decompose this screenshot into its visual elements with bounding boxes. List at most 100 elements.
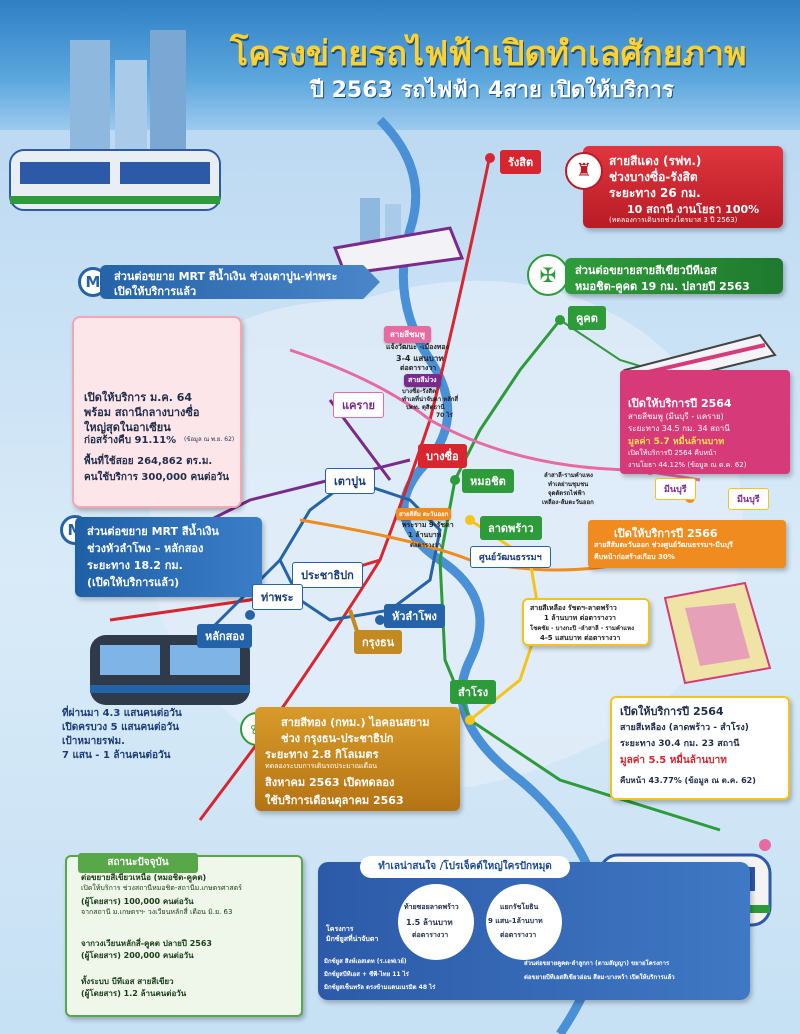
building-train-illustration <box>9 30 221 211</box>
station-dot-thapra <box>245 610 255 620</box>
gold-line-l2: ช่วง กรุงธน-ประชาธิปก <box>281 732 394 745</box>
red-line-note: (ทดลองการเดินรถช่วงไตรมาส 3 ปี 2563) <box>609 216 738 224</box>
mrt-blue-south-l2: ช่วงหัวลำโพง – หลักสอง <box>87 542 204 555</box>
station-label-taopoon: เตาปูน <box>325 468 375 494</box>
yellow-line-l3: มูลค่า 5.5 หมื่นล้านบาท <box>620 755 727 766</box>
bang-sue-with: พร้อม สถานีกลางบางซื่อ <box>84 406 200 419</box>
ridership-l2: เปิดครบวง 5 แสนคนต่อวัน <box>62 722 179 733</box>
gold-line-l3: ระยะทาง 2.8 กิโลเมตร <box>265 748 379 761</box>
mrt-blue-north-callout: ส่วนต่อขยาย MRT สีน้ำเงิน ช่วงเตาปูน-ท่า… <box>100 265 380 299</box>
yellow-note-l2: 1 ล้านบาท ต่อตารางวา <box>544 614 616 622</box>
promo-c1b: 1.5 ล้านบาท <box>406 918 453 927</box>
location-circle-1: ท้ายซอยลาดพร้าว 1.5 ล้านบาท ต่อตารางวา <box>398 884 474 960</box>
station-label-krungthon: กรุงธน <box>354 630 403 654</box>
bang-sue-open: เปิดให้บริการ ม.ค. 64 <box>84 391 193 404</box>
promo-p3: มิกซ์ยูสเซ็นทรัล ตรงข้ามแดนเนรมิต 48 ไร่ <box>324 984 436 991</box>
station-label-bangsue: บางซื่อ <box>418 444 467 468</box>
orange-line-l1: สายสีส้มตะวันออก ช่วงศูนย์วัฒนธรรมฯ-มีนบ… <box>594 541 733 549</box>
east-note-l3: จุดตัดรถไฟฟ้า <box>548 490 585 497</box>
hot-locations-heading: ทำเลน่าสนใจ /โปรเจ็คต์ใหญ่ใครปักหมุด <box>360 856 570 878</box>
orange-line-callout: เปิดให้บริการปี 2566 สายสีส้มตะวันออก ช่… <box>588 520 786 568</box>
status-s1a: ต่อขยายสีเขียวเหนือ (หมอชิต-คูคต) <box>81 873 207 882</box>
promo-proj-label2: มิกซ์ยูสที่น่าจับตา <box>326 935 379 943</box>
red-line-segment: ช่วงบางซื่อ-รังสิต <box>609 170 698 184</box>
promo-c1a: ท้ายซอยลาดพร้าว <box>404 903 459 911</box>
yellow-line-callout: เปิดให้บริการปี 2564 สายสีเหลือง (ลาดพร้… <box>610 696 790 800</box>
gold-line-l6: ใช้บริการเดือนตุลาคม 2563 <box>265 794 404 807</box>
mrt-blue-south-callout: ส่วนต่อขยาย MRT สีน้ำเงิน ช่วงหัวลำโพง –… <box>75 517 262 597</box>
pink-line-l2: ระยะทาง 34.5 กม. 34 สถานี <box>628 424 730 433</box>
page-title: โครงข่ายรถไฟฟ้าเปิดทำเลศักยภาพ <box>230 34 747 74</box>
red-line-path <box>198 154 492 821</box>
station-label-mochit: หมอชิต <box>462 469 514 493</box>
gold-line-callout: สายสีทอง (กทม.) ไอคอนสยาม ช่วง กรุงธน-ปร… <box>255 707 460 811</box>
promo-c2a: แยกรัชโยธิน <box>500 903 539 911</box>
station-label-prachathipok: ประชาธิปก <box>292 562 363 588</box>
promo-proj-label1: โครงการ <box>326 925 354 933</box>
ridership-l1: ที่ผ่านมา 4.3 แสนคนต่อวัน <box>62 708 182 719</box>
red-line-callout: ♜ สายสีแดง (รฟท.) ช่วงบางซื่อ-รังสิต ระย… <box>565 146 783 228</box>
yellow-line-l1: สายสีเหลือง (ลาดพร้าว - สำโรง) <box>620 723 749 733</box>
station-label-hualamphong: หัวลำโพง <box>384 604 445 628</box>
yellow-price-note: สายสีเหลือง รัชดฯ-ลาดพร้าว 1 ล้านบาท ต่อ… <box>522 598 650 646</box>
ridership-l3: เป้าหมายรฟม. <box>62 736 125 747</box>
pink-note-l3: ต่อตารางวา <box>400 364 437 372</box>
east-note-l1: ลำสาลี-รามคำแหง <box>544 472 593 479</box>
pink-line-price-note: สายสีชมพู แจ้งวัฒนะ -เมืองทอง 3-4 แสนบาท… <box>382 326 474 382</box>
purple-note-l2: ทำเลที่น่าจับตา หลักสี่ <box>402 396 459 403</box>
train-window-2 <box>120 162 210 184</box>
east-note-l2: ทำเลย่านชุมชน <box>548 481 589 488</box>
station-label-thapra: ท่าพระ <box>252 584 303 610</box>
station-dot-samrong <box>465 715 475 725</box>
gold-line-l1: สายสีทอง (กทม.) ไอคอนสยาม <box>281 716 430 729</box>
station-label-khukhot: คูคต <box>568 306 606 330</box>
pink-line-l5: งานโยธา 44.12% (ข้อมูล ณ ต.ค. 62) <box>628 461 747 469</box>
purple-note-l4: 70 ไร่ <box>436 412 453 419</box>
red-line-progress: 10 สถานี งานโยธา 100% <box>627 203 760 216</box>
gold-line-l4: ทดลองระบบการเดินรถประมาณเดือน <box>265 762 378 770</box>
pink-line-l4: เปิดให้บริการปี 2564 คืบหน้า <box>628 449 717 457</box>
ridership-l4: 7 แสน - 1 ล้านคนต่อวัน <box>62 750 171 761</box>
bang-sue-capacity: คนใช้บริการ 300,000 คนต่อวัน <box>84 472 229 483</box>
pink-line-l3: มูลค่า 5.7 หมื่นล้านบาท <box>628 437 725 447</box>
promo-r2: ต่อขยายบีทีเอสสีเขียวอ่อน สีลม-บางหว้า เ… <box>524 974 675 981</box>
bang-sue-progress-note: (ข้อมูล ณ พ.ย. 62) <box>184 436 235 443</box>
yellow-line-l2: ระยะทาง 30.4 กม. 23 สถานี <box>620 739 740 749</box>
mrt-blue-north-status: เปิดให้บริการแล้ว <box>114 285 197 298</box>
station-label-rangsit: รังสิต <box>500 150 542 174</box>
orange-line-l2: คืบหน้าก่อสร้างเกือบ 30% <box>594 553 675 561</box>
green-line-path <box>438 319 721 832</box>
srt-logo-icon: ♜ <box>565 152 603 190</box>
yellow-note-l1: สายสีเหลือง รัชดฯ-ลาดพร้าว <box>530 604 617 612</box>
status-s2a: จากวงเวียนหลักสี่-คูคต ปลายปี 2563 <box>81 939 212 948</box>
bang-sue-largest: ใหญ่สุดในอาเซียน <box>84 421 171 434</box>
orange-line-head: เปิดให้บริการปี 2566 <box>614 527 718 540</box>
station-label-lakson: หลักสอง <box>197 624 253 648</box>
bts-logo-icon: ✠ <box>527 254 569 296</box>
city-area <box>150 280 743 790</box>
station-dot-hualamphong <box>375 615 385 625</box>
mrt-blue-south-l3: ระยะทาง 18.2 กม. <box>87 559 183 572</box>
building-3 <box>150 30 186 170</box>
station-label-khlai: แคราย <box>333 392 384 418</box>
pink-line-callout: เปิดให้บริการปี 2564 สายสีชมพู (มีนบุรี … <box>620 370 790 474</box>
purple-note-title: สายสีม่วง <box>404 374 441 387</box>
east-junction-note: ลำสาลี-รามคำแหง ทำเลย่านชุมชน จุดตัดรถไฟ… <box>538 470 608 514</box>
train-window-1 <box>20 162 110 184</box>
bang-sue-progress: ก่อสร้างคืบ 91.11% <box>84 435 177 446</box>
station-dot-rangsit <box>485 153 495 163</box>
status-s1d: จากสถานี ม.เกษตรฯ- วงเวียนหลักสี่ เดือน … <box>81 908 233 916</box>
status-s2b: (ผู้โดยสาร) 200,000 คนต่อวัน <box>81 951 194 960</box>
hot-locations-panel: ท้ายซอยลาดพร้าว 1.5 ล้านบาท ต่อตารางวา แ… <box>318 862 750 1000</box>
purple-line-price-note: สายสีม่วง บางซื่อ-รังสิต ทำเลที่น่าจับตา… <box>398 374 478 428</box>
location-circle-2: แยกรัชโยธิน 9 แสน-1ล้านบาท ต่อตารางวา <box>486 884 562 960</box>
current-status-heading: สถานะปัจจุบัน <box>78 853 198 873</box>
promo-c1c: ต่อตารางวา <box>412 931 449 939</box>
station-dot-mochit <box>450 475 460 485</box>
building-1 <box>70 40 110 170</box>
yellow-note-l4: 4-5 แสนบาท ต่อตารางวา <box>540 634 621 642</box>
station-label-samrong: สำโรง <box>450 680 497 704</box>
pink-line-l1: สายสีชมพู (มีนบุรี - แคราย) <box>628 412 724 421</box>
yellow-line-l4: คืบหน้า 43.77% (ข้อมูล ณ ต.ค. 62) <box>620 776 756 785</box>
mrt-blue-north-title: ส่วนต่อขยาย MRT สีน้ำเงิน ช่วงเตาปูน-ท่า… <box>114 270 338 283</box>
